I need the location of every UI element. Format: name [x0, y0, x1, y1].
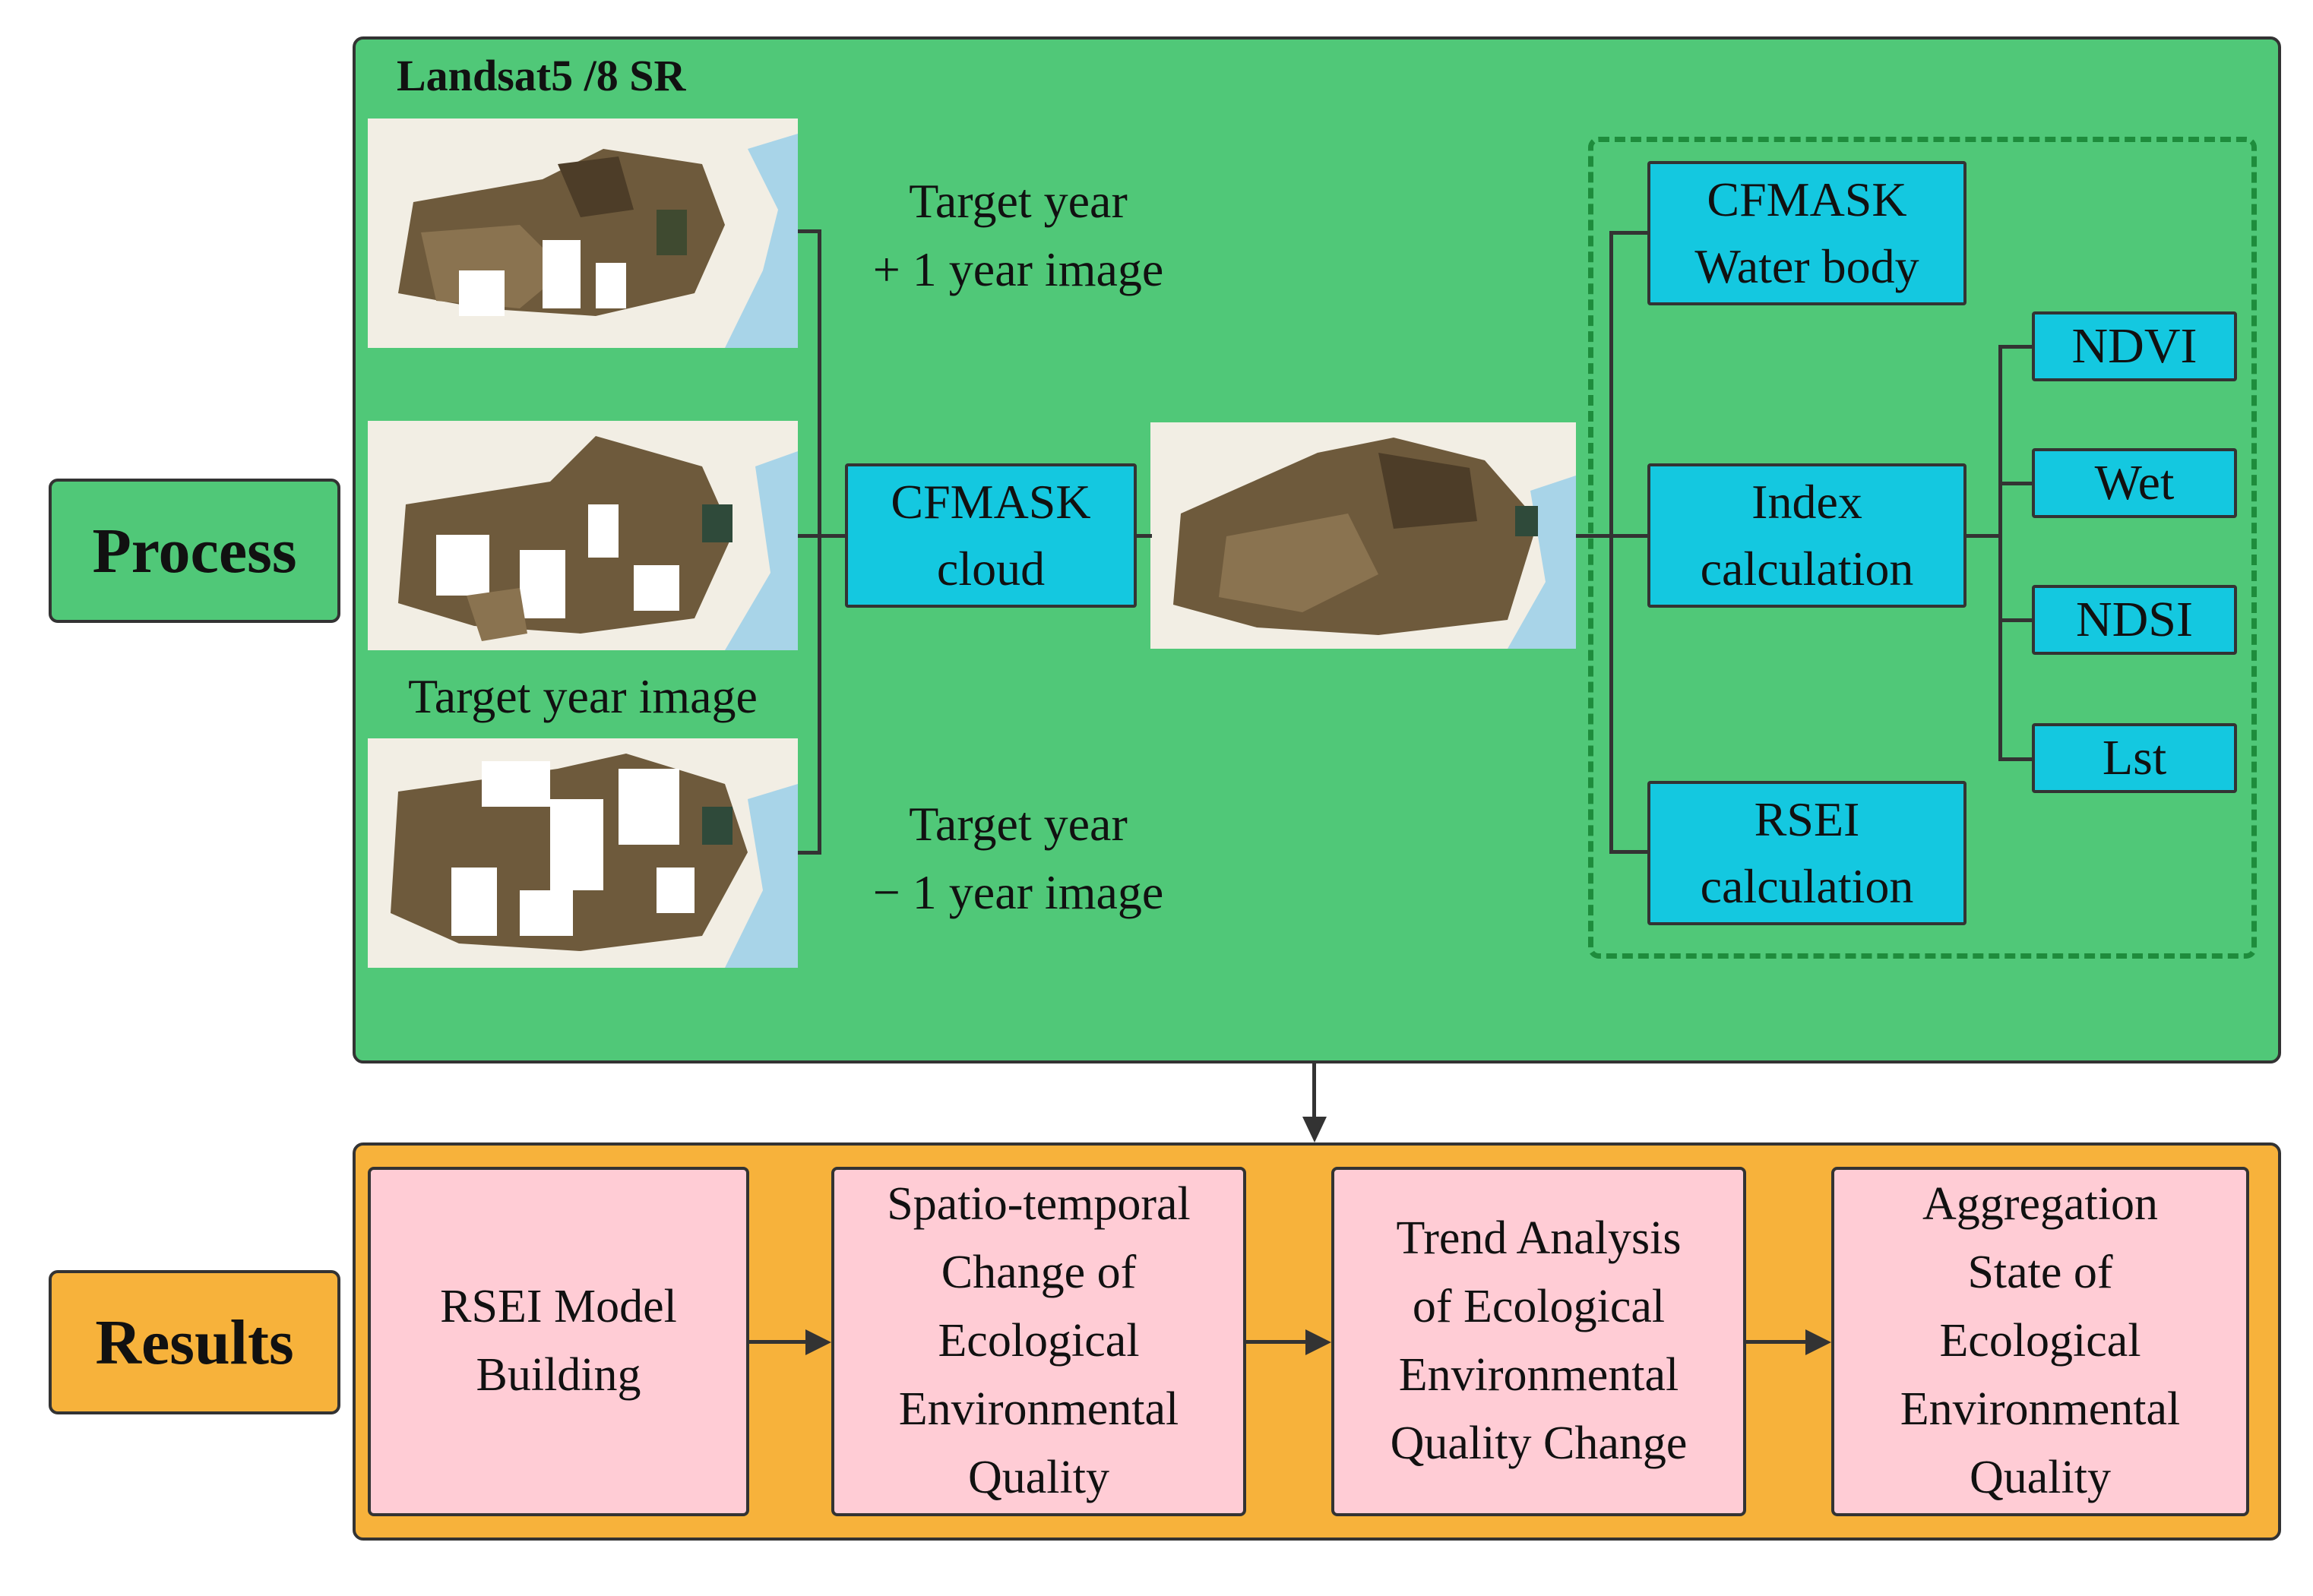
- cfmask-cloud-line1: CFMASK: [891, 474, 1091, 529]
- cfmask-water-line1: CFMASK: [1707, 172, 1907, 226]
- process-label-text: Process: [92, 515, 297, 586]
- minus-one-year-label-line1: Target year: [909, 797, 1128, 851]
- result-2-line1: Spatio-temporal: [887, 1178, 1191, 1231]
- target-year-label: Target year image: [408, 669, 758, 723]
- lst-box: Lst: [2032, 723, 2237, 793]
- connector: [1967, 534, 2000, 538]
- cfmask-cloud-line2: cloud: [936, 542, 1046, 596]
- result-4-line4: Environmental: [1900, 1383, 2181, 1435]
- cfmask-cloud-box: CFMASK cloud: [845, 463, 1137, 608]
- index-calculation-box: Index calculation: [1647, 463, 1967, 608]
- result-step-2: Spatio-temporal Change of Ecological Env…: [831, 1167, 1246, 1516]
- result-step-1: RSEI Model Building: [368, 1167, 749, 1516]
- connector: [1609, 231, 1650, 235]
- ndsi-box: NDSI: [2032, 585, 2237, 655]
- connector: [798, 229, 821, 233]
- result-3-line1: Trend Analysis: [1396, 1212, 1682, 1265]
- result-1-line1: RSEI Model: [440, 1281, 677, 1333]
- arrow-down-icon: [1302, 1117, 1327, 1142]
- connector: [1137, 534, 1152, 538]
- results-label-text: Results: [95, 1307, 294, 1378]
- lst-label: Lst: [2102, 730, 2167, 786]
- ndsi-label: NDSI: [2075, 592, 2193, 648]
- process-panel-title: Landsat5 /8 SR: [397, 51, 686, 100]
- process-label: Process: [49, 479, 340, 623]
- connector: [1609, 850, 1650, 854]
- result-3-line3: Environmental: [1398, 1349, 1679, 1401]
- plus-one-year-label-line2: + 1 year image: [872, 242, 1164, 296]
- connector: [818, 229, 821, 855]
- result-3-line2: of Ecological: [1412, 1281, 1666, 1333]
- result-2-line5: Quality: [968, 1451, 1109, 1503]
- result-4-line3: Ecological: [1939, 1315, 2141, 1367]
- wet-label: Wet: [2094, 455, 2175, 511]
- index-calc-line1: Index: [1751, 474, 1862, 529]
- result-step-4: Aggregation State of Ecological Environm…: [1831, 1167, 2249, 1516]
- result-2-line3: Ecological: [938, 1315, 1140, 1367]
- connector: [1609, 231, 1613, 854]
- cfmask-water-box: CFMASK Water body: [1647, 161, 1967, 305]
- connector: [1998, 345, 2033, 349]
- connector: [1312, 1063, 1316, 1130]
- connector: [798, 851, 821, 855]
- result-4-line1: Aggregation: [1922, 1178, 2158, 1231]
- satellite-image-plus-one: [368, 119, 798, 348]
- result-step-3: Trend Analysis of Ecological Environment…: [1331, 1167, 1746, 1516]
- rsei-calc-line2: calculation: [1700, 859, 1914, 913]
- connector: [1998, 482, 2033, 485]
- cfmask-water-line2: Water body: [1694, 239, 1919, 293]
- result-4-line5: Quality: [1970, 1451, 2111, 1503]
- arrow-right-icon: [805, 1329, 831, 1355]
- connector: [1746, 1340, 1811, 1344]
- arrow-right-icon: [1805, 1329, 1831, 1355]
- result-1-line2: Building: [476, 1349, 641, 1401]
- satellite-image-composite: [1150, 422, 1576, 649]
- minus-one-year-label: Target year − 1 year image: [836, 790, 1201, 926]
- index-dashed-region: [1588, 137, 2257, 959]
- connector: [749, 1340, 812, 1344]
- result-2-line2: Change of: [941, 1247, 1137, 1299]
- arrow-right-icon: [1305, 1329, 1331, 1355]
- connector: [798, 534, 848, 538]
- satellite-image-target: [368, 421, 798, 650]
- results-label: Results: [49, 1270, 340, 1414]
- plus-one-year-label-line1: Target year: [909, 174, 1128, 228]
- ndvi-label: NDVI: [2071, 318, 2198, 375]
- connector: [1998, 345, 2002, 761]
- result-4-line2: State of: [1967, 1247, 2113, 1299]
- index-calc-line2: calculation: [1700, 542, 1914, 596]
- satellite-image-minus-one: [368, 738, 798, 968]
- plus-one-year-label: Target year + 1 year image: [836, 167, 1201, 303]
- ndvi-box: NDVI: [2032, 311, 2237, 381]
- connector: [1998, 618, 2033, 622]
- minus-one-year-label-line2: − 1 year image: [872, 864, 1164, 919]
- rsei-calculation-box: RSEI calculation: [1647, 781, 1967, 925]
- result-3-line4: Quality Change: [1390, 1417, 1688, 1469]
- result-2-line4: Environmental: [898, 1383, 1179, 1435]
- wet-box: Wet: [2032, 448, 2237, 518]
- connector: [1998, 757, 2033, 761]
- connector: [1246, 1340, 1312, 1344]
- rsei-calc-line1: RSEI: [1754, 792, 1860, 846]
